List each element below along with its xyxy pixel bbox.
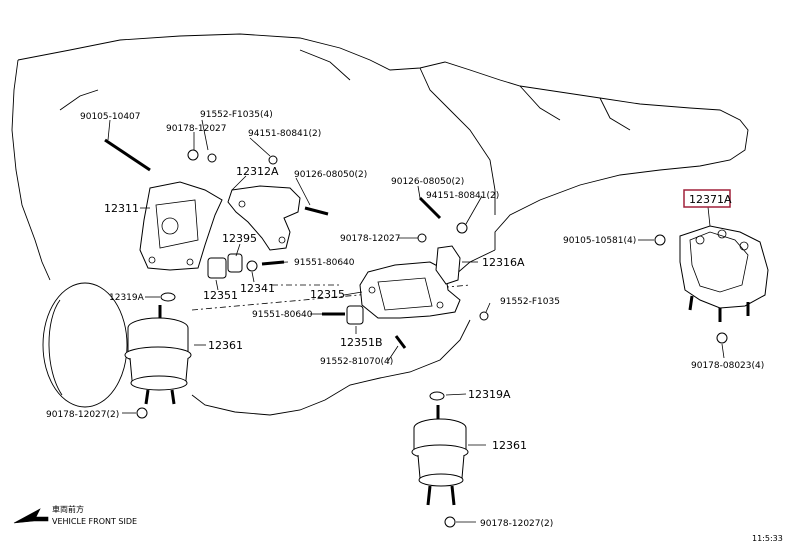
highlight-box-12371a — [683, 189, 731, 208]
nut-90178-12027-2b — [444, 516, 456, 528]
label-94151-80841-2a: 94151-80841(2) — [248, 129, 321, 139]
nut-94151-80841-a — [268, 155, 278, 165]
stud-90126-08050-b — [418, 196, 442, 220]
label-12395: 12395 — [222, 232, 257, 245]
label-91551-80640-a: 91551-80640 — [294, 258, 355, 268]
label-90178-12027-2a: 90178-12027(2) — [46, 410, 119, 420]
label-90105-10581-4: 90105-10581(4) — [563, 236, 636, 246]
label-90178-12027-b: 90178-12027 — [340, 234, 401, 244]
bolt-91552-81070 — [394, 335, 407, 349]
label-90178-08023-4: 90178-08023(4) — [691, 361, 764, 371]
bracket-12315 — [359, 261, 461, 319]
engine-outline — [11, 33, 749, 416]
label-90105-10407: 90105-10407 — [80, 112, 141, 122]
label-12361-b: 12361 — [492, 439, 527, 452]
label-12315: 12315 — [310, 288, 345, 301]
mount-12371a — [679, 225, 769, 322]
label-12371a[interactable]: 12371A — [689, 193, 732, 206]
front-arrow-icon — [13, 508, 49, 524]
bracket-12311 — [139, 181, 223, 271]
label-12361-a: 12361 — [208, 339, 243, 352]
label-12341: 12341 — [240, 282, 275, 295]
label-12312a: 12312A — [236, 165, 279, 178]
label-12351: 12351 — [203, 289, 238, 302]
label-91552-f1035: 91552-F1035 — [500, 297, 560, 307]
label-91552-f1035-4: 91552-F1035(4) — [200, 110, 273, 120]
part-12351-block — [207, 257, 227, 279]
label-90126-08050-2a: 90126-08050(2) — [294, 170, 367, 180]
label-94151-80841-2b: 94151-80841(2) — [426, 191, 499, 201]
label-12311: 12311 — [104, 202, 139, 215]
leader-lines — [107, 119, 725, 523]
stud-90126-08050-a — [304, 206, 329, 216]
washer-12319a-center — [429, 391, 445, 401]
front-direction-en: VEHICLE FRONT SIDE — [52, 517, 137, 526]
nut-90178-12027-b — [417, 233, 427, 243]
bolt-91552-f1035 — [207, 153, 217, 163]
label-90178-12027-a: 90178-12027 — [166, 124, 227, 134]
label-90178-12027-2b: 90178-12027(2) — [480, 519, 553, 529]
part-12341-washer — [246, 260, 258, 272]
bolt-91552-f1035-b — [479, 311, 489, 321]
label-91552-81070-4: 91552-81070(4) — [320, 357, 393, 367]
nut-90178-08023 — [716, 332, 728, 344]
mount-12361-center — [411, 405, 469, 506]
label-12351b: 12351B — [340, 336, 383, 349]
nut-90178-12027 — [187, 149, 199, 161]
part-12351b-block — [346, 305, 364, 325]
washer-12319a-left — [160, 292, 176, 302]
front-direction-jp: 車両前方 — [52, 504, 84, 514]
center-line-a — [191, 284, 471, 311]
bracket-12312a — [227, 185, 301, 251]
mount-12361-left — [124, 305, 192, 405]
label-90126-08050-2b: 90126-08050(2) — [391, 177, 464, 187]
part-12395-block — [227, 253, 243, 273]
nut-94151-80841-b — [456, 222, 468, 234]
label-12319a-a: 12319A — [109, 293, 145, 303]
figure-code: 11:5:33 — [752, 534, 783, 543]
label-91551-80640-b: 91551-80640 — [252, 310, 313, 320]
bracket-12316a — [435, 245, 461, 285]
label-12316a: 12316A — [482, 256, 525, 269]
label-12319a-b: 12319A — [468, 388, 511, 401]
part-labels: 90105-10407 91552-F1035(4) 90178-12027 9… — [46, 110, 764, 529]
vehicle-front-indicator: 車両前方 VEHICLE FRONT SIDE — [13, 504, 137, 526]
nut-90178-12027-2a — [136, 407, 148, 419]
bolt-90105-10407 — [104, 138, 151, 172]
bolt-90105-10581 — [654, 234, 666, 246]
